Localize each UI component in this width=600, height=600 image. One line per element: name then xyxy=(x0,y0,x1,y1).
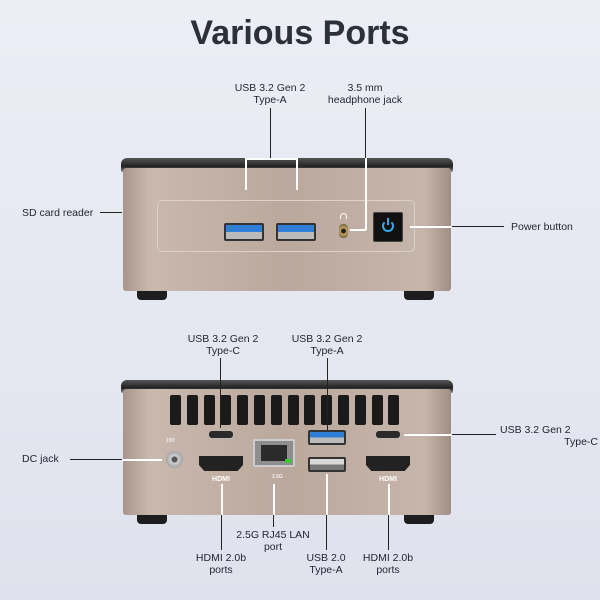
vent-slot xyxy=(388,395,400,425)
vent-slot xyxy=(321,395,333,425)
label-line: HDMI 2.0b xyxy=(362,552,414,564)
hdmi-logo-right: HDMI xyxy=(379,476,397,483)
power-button xyxy=(373,212,403,242)
lan-port xyxy=(253,439,295,467)
dc-jack-label: DC jack xyxy=(22,453,59,465)
back-usb-a-port xyxy=(308,430,346,445)
vent-slot xyxy=(287,395,299,425)
vent-slot xyxy=(270,395,282,425)
hdmi-port-left xyxy=(199,456,243,471)
back-usb-c-port-left xyxy=(207,429,235,440)
label-line: headphone jack xyxy=(327,94,403,106)
sd-card-reader-label: SD card reader xyxy=(22,207,94,219)
label-line: port xyxy=(263,541,283,553)
leader-line xyxy=(221,484,223,515)
page-title: Various Ports xyxy=(190,14,410,52)
vent-slot xyxy=(170,395,181,425)
label-line: 3.5 mm xyxy=(347,82,383,94)
leader-line xyxy=(221,515,223,550)
label-line: USB 3.2 Gen 2 xyxy=(187,333,259,345)
hdmi-logo-left: HDMI xyxy=(212,476,230,483)
leader-line xyxy=(452,434,496,436)
leader-line xyxy=(404,434,452,436)
vent-slot xyxy=(338,395,349,425)
leader-line xyxy=(245,158,297,160)
leader-line xyxy=(70,459,122,461)
label-line: 2.5G RJ45 LAN xyxy=(236,529,310,541)
leader-line xyxy=(327,358,329,430)
leader-line xyxy=(326,515,328,550)
hdmi-port-right xyxy=(366,456,410,471)
leader-line xyxy=(365,108,367,158)
front-usb-a-port-2 xyxy=(276,223,316,241)
vent-slot xyxy=(354,395,366,425)
leader-line xyxy=(452,226,504,228)
label-line: USB 3.2 Gen 2 xyxy=(500,424,571,436)
leader-line xyxy=(122,459,162,461)
back-foot-left xyxy=(137,515,167,524)
front-foot-left xyxy=(137,291,167,300)
vent-slot xyxy=(237,395,249,425)
vent-slot xyxy=(220,395,232,425)
leader-line xyxy=(220,358,222,428)
power-button-label: Power button xyxy=(511,221,573,233)
dc-jack-mark: 19V xyxy=(166,438,175,444)
front-usb-a-port-1 xyxy=(224,223,264,241)
leader-line xyxy=(270,108,272,158)
label-line: ports xyxy=(376,564,400,576)
back-foot-right xyxy=(404,515,434,524)
label-line: USB 3.2 Gen 2 xyxy=(234,82,306,94)
vent-slot xyxy=(304,395,316,425)
headphone-icon xyxy=(340,213,347,219)
label-line: USB 3.2 Gen 2 xyxy=(291,333,363,345)
leader-line xyxy=(296,158,298,190)
front-foot-right xyxy=(404,291,434,300)
leader-line xyxy=(245,158,247,190)
label-line: HDMI 2.0b xyxy=(195,552,247,564)
dc-jack xyxy=(166,451,183,468)
vent-slot xyxy=(186,395,198,425)
label-line: Type-A xyxy=(309,564,343,576)
power-icon-bar xyxy=(387,218,389,225)
label-line: Type-A xyxy=(253,94,287,106)
label-line: USB 2.0 xyxy=(306,552,346,564)
leader-line xyxy=(273,515,275,527)
lan-speed-mark: 2.5G xyxy=(272,474,283,480)
leader-line xyxy=(273,484,275,515)
lan-socket xyxy=(261,445,287,461)
leader-line xyxy=(326,474,328,515)
vent-slot xyxy=(203,395,215,425)
back-usb-c-port-right xyxy=(374,429,402,440)
back-usb-2-port xyxy=(308,457,346,472)
leader-line xyxy=(350,229,366,231)
vent-slot xyxy=(371,395,383,425)
headphone-jack xyxy=(339,224,348,238)
power-icon xyxy=(382,220,394,232)
leader-line xyxy=(100,212,122,214)
label-line: Type-C xyxy=(206,345,240,357)
leader-line xyxy=(388,484,390,515)
label-line: Type-A xyxy=(310,345,344,357)
leader-line xyxy=(410,226,452,228)
label-line: ports xyxy=(209,564,233,576)
lan-led xyxy=(285,459,291,463)
vent-slot xyxy=(254,395,265,425)
leader-line xyxy=(388,515,390,550)
label-line: Type-C xyxy=(564,436,598,448)
leader-line xyxy=(365,158,367,230)
